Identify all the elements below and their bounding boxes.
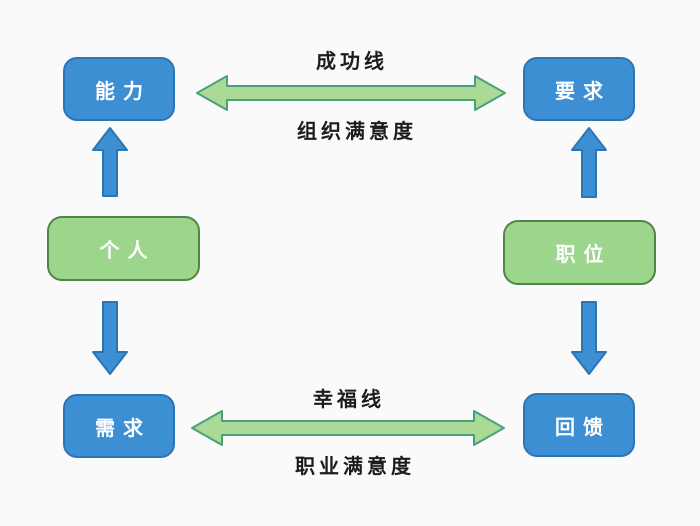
arrow-up-position-to-requirement — [571, 127, 607, 198]
node-individual: 个人 — [47, 216, 200, 281]
arrow-down-individual-to-needs — [92, 301, 128, 375]
arrow-down-position-to-feedback — [571, 301, 607, 375]
double-arrow-happiness-line — [191, 410, 505, 446]
label-happiness-line: 幸福线 — [313, 389, 385, 411]
label-career-satisfaction: 职业满意度 — [295, 456, 415, 478]
node-feedback: 回馈 — [523, 393, 635, 457]
label-success-line: 成功线 — [316, 51, 388, 73]
arrow-up-individual-to-ability — [92, 127, 128, 197]
node-position: 职位 — [503, 220, 656, 285]
node-ability: 能力 — [63, 57, 175, 121]
node-requirement: 要求 — [523, 57, 635, 121]
node-needs: 需求 — [63, 394, 175, 458]
label-organizational-satisfaction: 组织满意度 — [297, 121, 417, 143]
double-arrow-success-line — [196, 75, 506, 111]
